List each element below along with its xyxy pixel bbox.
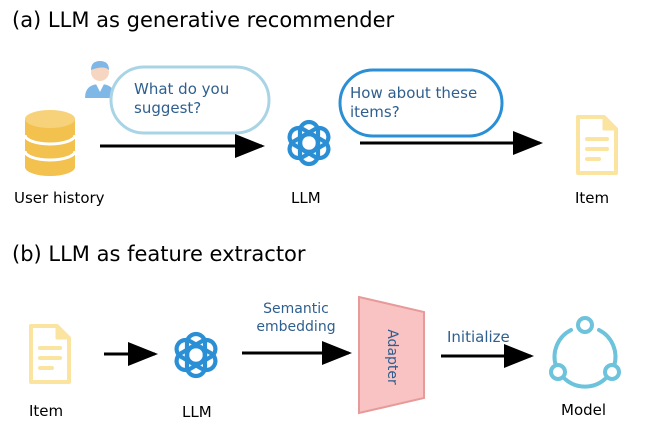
document-icon (576, 115, 618, 175)
label-user-history: User history (14, 189, 105, 207)
llm-logo-icon (286, 122, 331, 164)
label-model: Model (561, 401, 607, 419)
label-item-a: Item (575, 189, 610, 207)
label-initialize: Initialize (447, 328, 510, 346)
section-b-title: (b) LLM as feature extractor (12, 242, 306, 266)
user-bubble-text: What do you suggest? (134, 80, 230, 117)
label-llm-b: LLM (182, 403, 212, 421)
label-item-b: Item (29, 402, 64, 420)
database-icon (23, 110, 77, 176)
llm-logo-icon-b (173, 334, 218, 376)
adapter-block (358, 295, 425, 415)
label-adapter: Adapter (384, 329, 401, 385)
document-icon-b (29, 324, 71, 384)
label-semantic-embedding: Semantic embedding (256, 301, 336, 335)
llm-bubble-text: How about these items? (350, 84, 478, 121)
circular-nodes-icon (549, 316, 621, 389)
section-a-title: (a) LLM as generative recommender (12, 8, 395, 32)
user-speech-bubble (109, 65, 271, 135)
label-llm-a: LLM (291, 189, 321, 207)
user-icon (85, 61, 115, 98)
adapter-label-wrap: Adapter (372, 318, 412, 396)
llm-speech-bubble (338, 68, 504, 138)
